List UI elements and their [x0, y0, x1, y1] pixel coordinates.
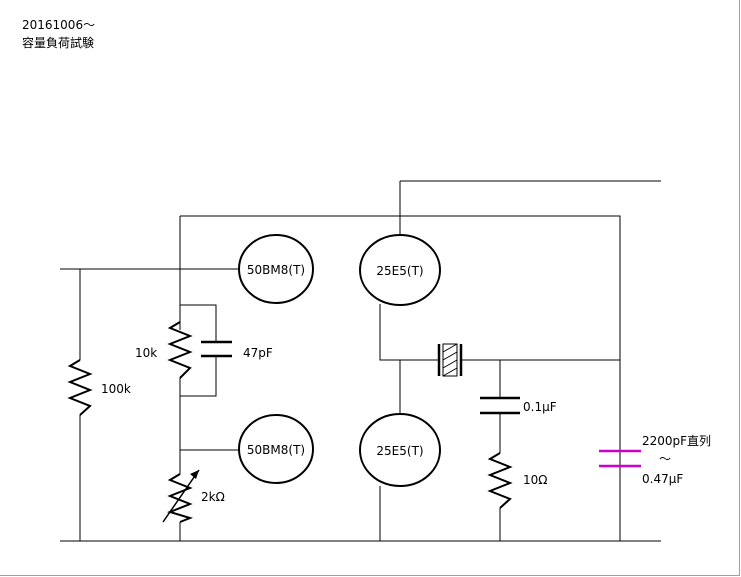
cathode-wire [379, 304, 439, 361]
date-label: 20161006～ [22, 18, 96, 32]
tube-upper-left [238, 234, 314, 304]
load-capacitor-label-1: 2200pF直列 [642, 434, 711, 448]
variable-resistor-2k [162, 469, 200, 523]
load-capacitor-label-3: 0.47μF [642, 472, 683, 486]
tube-lower-left [238, 414, 314, 484]
capacitor-01uf-label: 0.1μF [523, 400, 557, 414]
tube-lower-right [359, 413, 441, 487]
c47pf-top-wire [180, 304, 217, 342]
resistor-100k-label: 100k [101, 382, 131, 396]
top-rail-wire [180, 215, 621, 541]
resistor-100k [67, 359, 93, 416]
resistor-10k [167, 321, 193, 379]
c47pf-bottom-wire [180, 356, 217, 397]
wires [60, 180, 661, 542]
capacitor-47pf [201, 340, 232, 358]
resistor-10k-label: 10k [135, 346, 157, 360]
hatched-element [437, 343, 463, 377]
tube-lower-left-label: 50BM8(T) [247, 443, 305, 457]
page-title: 容量負荷試験 [22, 36, 95, 50]
tube-lower-right-label: 25E5(T) [376, 444, 423, 458]
variable-resistor-2k-label: 2kΩ [201, 490, 225, 504]
tube-upper-left-label: 50BM8(T) [247, 263, 305, 277]
tube-upper-right-label: 25E5(T) [376, 264, 423, 278]
resistor-10ohm [487, 452, 513, 509]
tube-upper-right [359, 234, 441, 306]
load-capacitor [599, 449, 641, 468]
capacitor-47pf-label: 47pF [243, 346, 273, 360]
capacitor-01uf [480, 396, 520, 415]
resistor-10ohm-label: 10Ω [523, 473, 547, 487]
load-capacitor-label-2: ～ [659, 452, 671, 466]
